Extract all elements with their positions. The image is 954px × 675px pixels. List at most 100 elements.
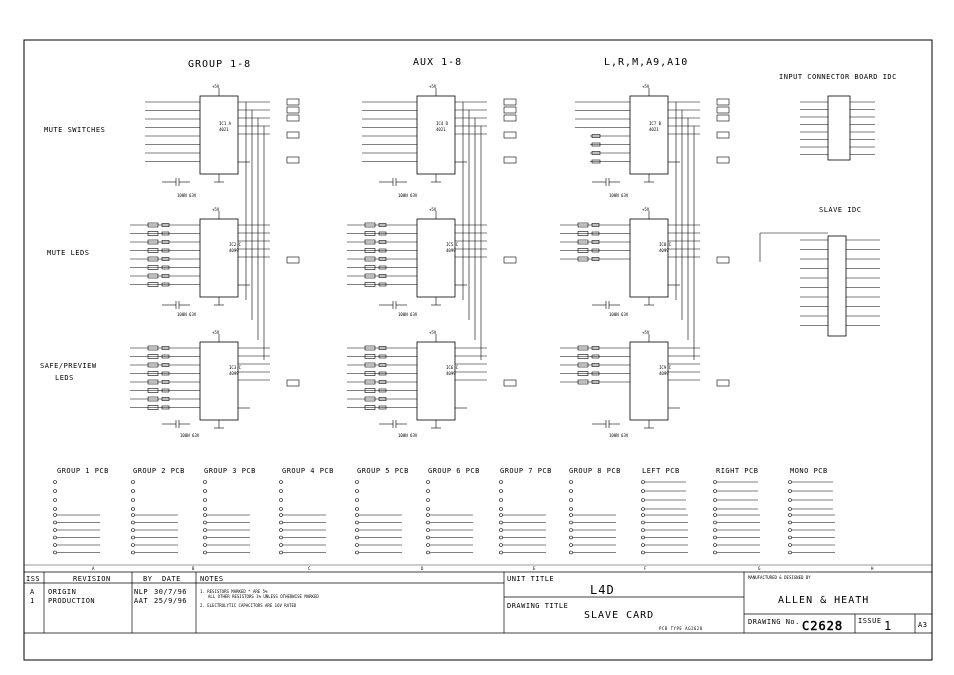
ic5-ref: IC5 C — [446, 242, 459, 247]
resistor — [364, 265, 376, 270]
resistor — [147, 371, 159, 376]
cap-label-9: 100N 63V — [609, 433, 629, 438]
led — [161, 346, 170, 350]
resistor — [147, 396, 159, 402]
connector-pin — [713, 480, 717, 484]
ic6-vdd: +5V — [429, 330, 437, 335]
connector-pin — [788, 520, 792, 525]
tb-row1-date: 30/7/96 — [154, 588, 187, 596]
cap-label-5: 100N 63V — [398, 312, 418, 317]
connector-pin — [499, 513, 503, 517]
connector-pin — [131, 543, 135, 547]
output-connector — [716, 379, 730, 387]
section-group: GROUP 1-8 — [188, 59, 251, 70]
resistor — [577, 345, 589, 351]
led — [591, 380, 600, 384]
output-connector — [286, 114, 300, 122]
ic9-type: 4099 — [659, 371, 669, 376]
ic9-vdd: +5V — [642, 330, 650, 335]
connector-pin — [131, 507, 135, 511]
connector-pin — [713, 528, 717, 532]
tb-drawing-no-header: DRAWING No. — [748, 618, 800, 626]
section-input-connector: INPUT CONNECTOR BOARD IDC — [779, 73, 897, 81]
tb-company: ALLEN & HEATH — [778, 595, 869, 606]
connector-pin — [641, 498, 645, 502]
ic1-vdd: +5V — [212, 84, 220, 89]
led — [161, 371, 170, 376]
tb-date-header: DATE — [162, 575, 181, 583]
connector-pin — [355, 550, 359, 555]
connector-pin — [788, 480, 792, 484]
pcb-header-group4: GROUP 4 PCB — [282, 467, 334, 475]
connector-pin — [788, 535, 792, 540]
led — [161, 223, 170, 227]
output-connector — [286, 156, 300, 164]
connector-pin — [569, 480, 573, 484]
connector-pin — [53, 543, 57, 547]
connector-pin — [641, 543, 645, 547]
output-connector — [716, 114, 730, 122]
cap-label-1: 100N 63V — [177, 193, 197, 198]
resistor — [364, 222, 376, 228]
pcb-header-group1: GROUP 1 PCB — [57, 467, 109, 475]
connector-pin — [499, 535, 503, 540]
resistor — [364, 345, 376, 351]
tb-note1b: ALL OTHER RESISTORS 1% UNLESS OTHERWISE … — [208, 594, 319, 599]
output-connector — [716, 256, 730, 264]
connector-pin — [788, 489, 792, 493]
ic6-ref: IC6 C — [446, 365, 459, 370]
tb-unit-title-header: UNIT TITLE — [507, 575, 554, 583]
led — [161, 380, 170, 384]
slave-idc-header — [827, 235, 847, 337]
connector-pin — [713, 513, 717, 517]
led — [161, 240, 170, 244]
led — [591, 240, 600, 244]
connector-pin — [499, 498, 503, 502]
resistor — [577, 371, 589, 376]
connector-pin — [713, 520, 717, 525]
pcb-header-group5: GROUP 5 PCB — [357, 467, 409, 475]
ic8-type: 4099 — [659, 248, 669, 253]
connector-pin — [203, 498, 207, 502]
connector-pin — [499, 507, 503, 511]
led — [378, 274, 387, 278]
connector-pin — [279, 480, 283, 484]
tb-note1: 1. RESISTORS MARKED * ARE 5% — [200, 589, 268, 594]
connector-pin — [53, 520, 57, 525]
connector-pin — [569, 520, 573, 525]
cap-label-3: 100N 63V — [609, 193, 629, 198]
led — [378, 282, 387, 287]
connector-pin — [203, 528, 207, 532]
pcb-header-group8: GROUP 8 PCB — [569, 467, 621, 475]
components — [53, 98, 792, 555]
connector-pin — [355, 520, 359, 525]
connector-pin — [279, 507, 283, 511]
ic8-vdd: +5V — [642, 207, 650, 212]
connector-pin — [131, 528, 135, 532]
connector-pin — [131, 550, 135, 555]
ic3-type: 4099 — [229, 371, 239, 376]
connector-pin — [426, 535, 430, 540]
resistor — [364, 396, 376, 402]
led — [161, 354, 170, 359]
ic4-ref: IC4 D — [436, 121, 449, 126]
connector-pin — [641, 513, 645, 517]
connector-pin — [499, 550, 503, 555]
connector-pin — [131, 513, 135, 517]
connector-pin — [355, 543, 359, 547]
output-connector — [503, 256, 517, 264]
led — [161, 405, 170, 410]
resistor — [577, 379, 589, 385]
section-slave-idc: SLAVE IDC — [819, 206, 861, 214]
ic7-chip — [629, 95, 669, 175]
connector-pin — [499, 520, 503, 525]
led — [591, 363, 600, 367]
led — [378, 363, 387, 367]
pcb-header-group7: GROUP 7 PCB — [500, 467, 552, 475]
resistor — [147, 388, 159, 393]
connector-pin — [641, 528, 645, 532]
connector-pin — [499, 480, 503, 484]
section-aux: AUX 1-8 — [413, 57, 462, 68]
resistor — [147, 256, 159, 262]
led — [591, 223, 600, 227]
